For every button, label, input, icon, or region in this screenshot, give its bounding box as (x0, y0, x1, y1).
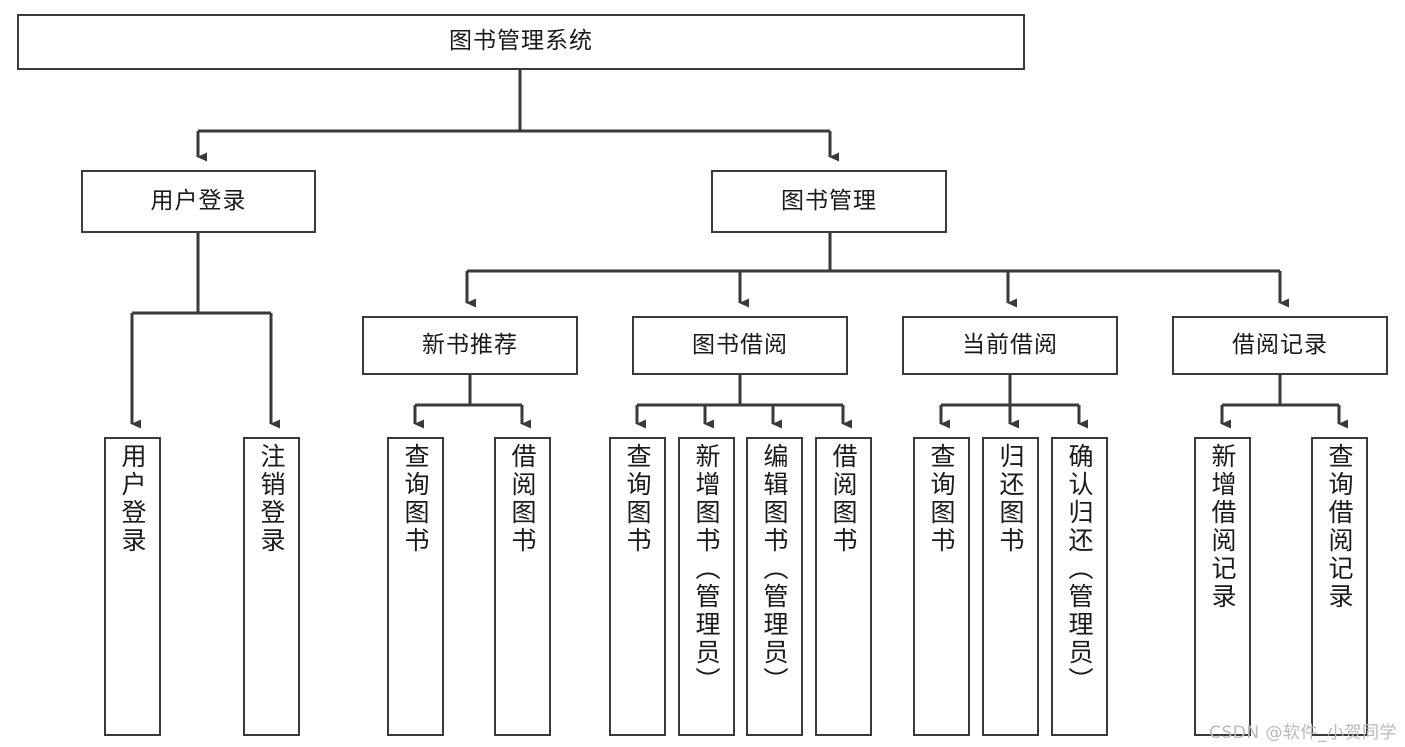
node-leaf-return-book-label: 归还图书 (996, 443, 1025, 555)
node-leaf-query-book-current-label: 查询图书 (927, 443, 956, 555)
node-leaf-user-login-label: 用户登录 (118, 443, 147, 555)
node-leaf-add-book-admin-label: 新增图书（管理员） (692, 443, 721, 695)
node-leaf-add-borrow-record-label: 新增借阅记录 (1208, 443, 1237, 611)
node-leaf-query-borrow-record[interactable]: 查询借阅记录 (1311, 437, 1368, 736)
node-leaf-query-book-borrow-label: 查询图书 (623, 443, 652, 555)
node-leaf-confirm-return-admin[interactable]: 确认归还（管理员） (1051, 437, 1108, 736)
node-leaf-query-borrow-record-label: 查询借阅记录 (1325, 443, 1354, 611)
node-leaf-return-book[interactable]: 归还图书 (982, 437, 1039, 736)
node-leaf-borrow-book-recommend[interactable]: 借阅图书 (494, 437, 551, 736)
node-leaf-add-book-admin[interactable]: 新增图书（管理员） (678, 437, 735, 736)
node-current-borrow-label: 当前借阅 (962, 331, 1058, 358)
node-leaf-borrow-book-recommend-label: 借阅图书 (508, 443, 537, 555)
node-new-book-recommend[interactable]: 新书推荐 (362, 316, 578, 375)
node-leaf-edit-book-admin-label: 编辑图书（管理员） (760, 443, 789, 695)
node-user-login[interactable]: 用户登录 (81, 170, 316, 233)
node-book-borrow[interactable]: 图书借阅 (632, 316, 848, 375)
node-user-login-label: 用户登录 (150, 187, 247, 214)
node-book-borrow-label: 图书借阅 (692, 331, 788, 358)
node-book-management-label: 图书管理 (781, 187, 877, 214)
node-borrow-record-label: 借阅记录 (1232, 331, 1328, 358)
node-book-management[interactable]: 图书管理 (711, 170, 947, 233)
node-root-label: 图书管理系统 (449, 28, 593, 55)
node-borrow-record[interactable]: 借阅记录 (1172, 316, 1388, 375)
node-new-book-recommend-label: 新书推荐 (422, 331, 518, 358)
node-leaf-user-login[interactable]: 用户登录 (104, 437, 161, 736)
node-leaf-query-book-borrow[interactable]: 查询图书 (609, 437, 666, 736)
node-root[interactable]: 图书管理系统 (17, 14, 1025, 70)
node-leaf-query-book-recommend-label: 查询图书 (401, 443, 430, 555)
node-current-borrow[interactable]: 当前借阅 (902, 316, 1118, 375)
node-leaf-borrow-book-label: 借阅图书 (829, 443, 858, 555)
node-leaf-logout[interactable]: 注销登录 (243, 437, 300, 736)
node-leaf-query-book-current[interactable]: 查询图书 (913, 437, 970, 736)
node-leaf-edit-book-admin[interactable]: 编辑图书（管理员） (746, 437, 803, 736)
node-leaf-logout-label: 注销登录 (257, 443, 286, 555)
node-leaf-query-book-recommend[interactable]: 查询图书 (387, 437, 444, 736)
node-leaf-confirm-return-admin-label: 确认归还（管理员） (1065, 443, 1094, 695)
node-leaf-add-borrow-record[interactable]: 新增借阅记录 (1194, 437, 1251, 736)
node-leaf-borrow-book[interactable]: 借阅图书 (815, 437, 872, 736)
watermark-text: CSDN @软件_小贺同学 (1209, 723, 1397, 743)
